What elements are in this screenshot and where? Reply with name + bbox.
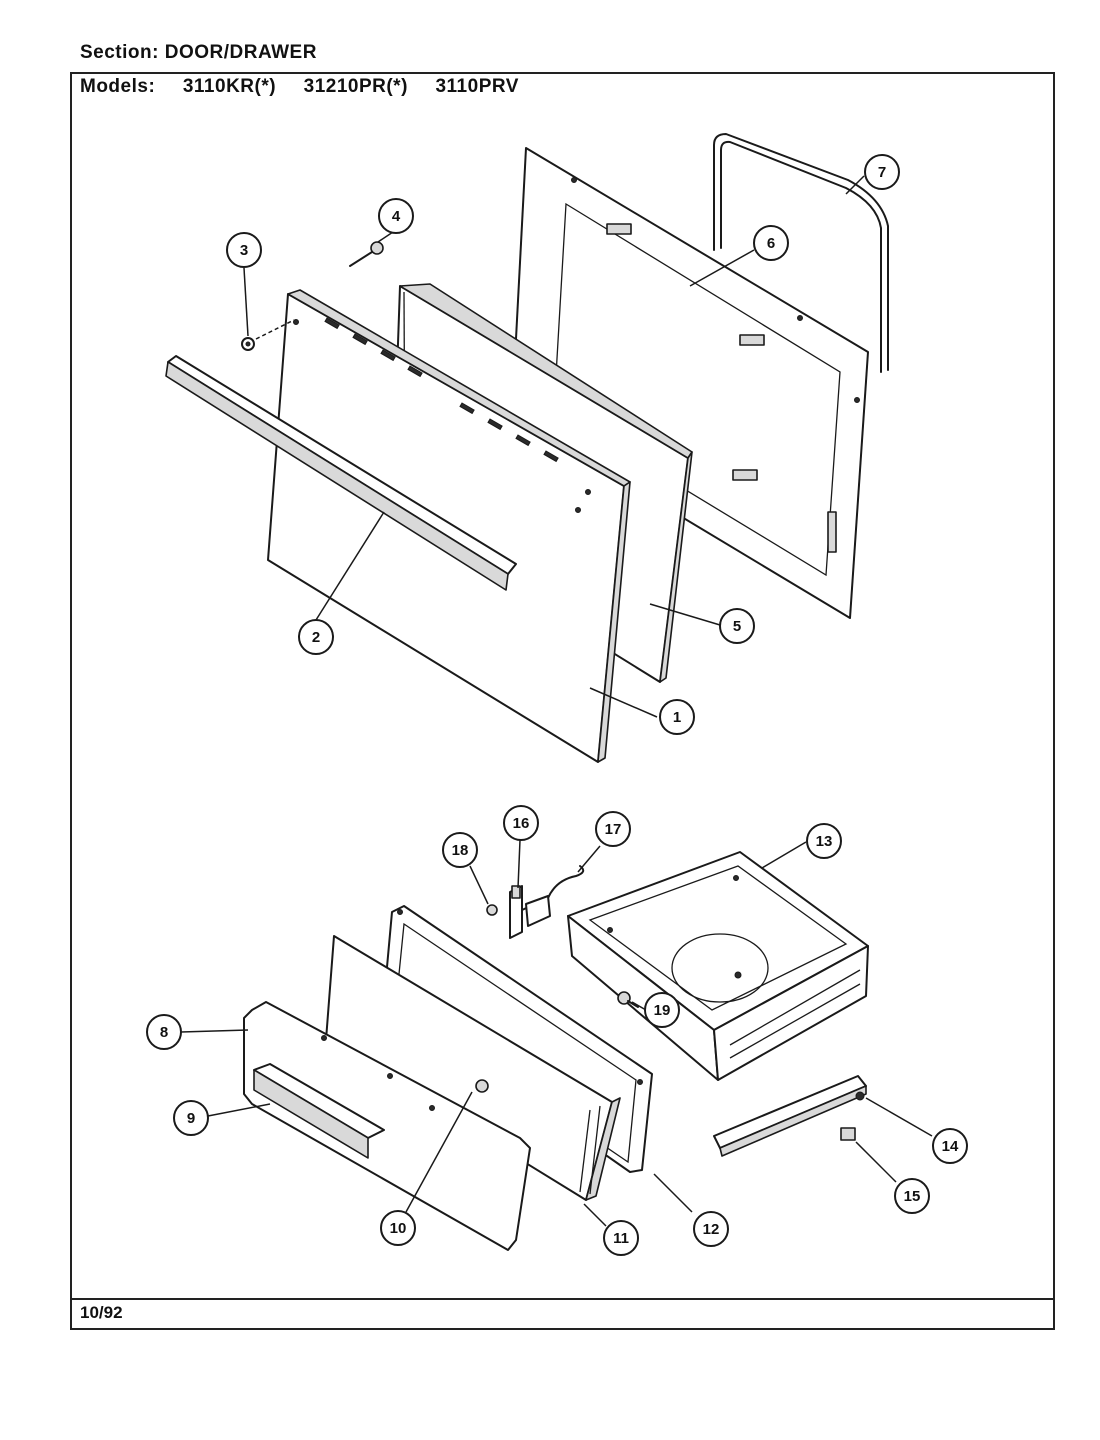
callout-2: 2 <box>298 619 334 655</box>
callout-9-label: 9 <box>187 1110 195 1127</box>
callout-18: 18 <box>442 832 478 868</box>
callout-6: 6 <box>753 225 789 261</box>
callout-10: 10 <box>380 1210 416 1246</box>
callout-1: 1 <box>659 699 695 735</box>
callout-6-label: 6 <box>767 235 775 252</box>
callout-17: 17 <box>595 811 631 847</box>
revision-date: 10/92 <box>80 1303 123 1322</box>
callout-11-label: 11 <box>613 1230 629 1247</box>
callout-18-label: 18 <box>452 842 469 859</box>
part-4-screw <box>349 241 384 267</box>
section-label: Section: <box>80 42 159 63</box>
part-15-rail-clip <box>840 1127 856 1141</box>
callout-7-label: 7 <box>878 164 886 181</box>
callout-13-label: 13 <box>816 833 833 850</box>
callout-5: 5 <box>719 608 755 644</box>
model-1: 3110KR(*) <box>182 76 277 97</box>
callout-12-label: 12 <box>703 1221 720 1238</box>
callout-5-label: 5 <box>733 618 741 635</box>
callout-7: 7 <box>864 154 900 190</box>
callout-13: 13 <box>806 823 842 859</box>
section-heading: Section: DOOR/DRAWER <box>80 42 317 64</box>
callout-17-label: 17 <box>605 821 622 838</box>
callout-16: 16 <box>503 805 539 841</box>
callout-14-label: 14 <box>942 1138 959 1155</box>
part-9-drawer-handle <box>253 1063 385 1159</box>
model-3: 3110PRV <box>435 76 519 97</box>
part-18-nut <box>486 904 498 916</box>
callout-3: 3 <box>226 232 262 268</box>
leader-lines <box>180 175 933 1227</box>
part-6-inner-door-liner <box>511 147 869 619</box>
part-19-screw <box>617 991 639 1008</box>
callout-3-label: 3 <box>240 242 248 259</box>
part-3-spacer <box>241 319 295 351</box>
callout-15-label: 15 <box>904 1188 921 1205</box>
part-11-drawer-insulation <box>325 935 621 1201</box>
callout-16-label: 16 <box>513 815 530 832</box>
part-8-drawer-front-panel <box>243 1001 531 1251</box>
model-2: 31210PR(*) <box>303 76 408 97</box>
diagram-frame <box>70 72 1055 1330</box>
callout-19: 19 <box>644 992 680 1028</box>
callout-8: 8 <box>146 1014 182 1050</box>
part-10-screw <box>475 1079 489 1093</box>
callout-14: 14 <box>932 1128 968 1164</box>
part-16-bracket <box>509 885 523 939</box>
callout-8-label: 8 <box>160 1024 168 1041</box>
callout-10-label: 10 <box>390 1220 407 1237</box>
callout-12: 12 <box>693 1211 729 1247</box>
models-label: Models: <box>80 76 156 97</box>
callout-1-label: 1 <box>673 709 681 726</box>
callout-4: 4 <box>378 198 414 234</box>
callout-15: 15 <box>894 1178 930 1214</box>
footer-rule <box>70 1298 1055 1300</box>
part-13-drawer-body <box>567 851 869 1081</box>
section-value: DOOR/DRAWER <box>164 42 317 63</box>
callout-4-label: 4 <box>392 208 401 225</box>
part-7-door-gasket <box>713 133 889 373</box>
part-17-wire <box>521 865 585 927</box>
part-2-door-handle <box>165 355 517 591</box>
callout-11: 11 <box>603 1220 639 1256</box>
part-14-slide-rail <box>713 1075 867 1157</box>
callout-9: 9 <box>173 1100 209 1136</box>
models-heading: Models: 3110KR(*) 31210PR(*) 3110PRV <box>80 76 519 98</box>
callout-19-label: 19 <box>654 1002 671 1019</box>
callout-2-label: 2 <box>312 629 320 646</box>
